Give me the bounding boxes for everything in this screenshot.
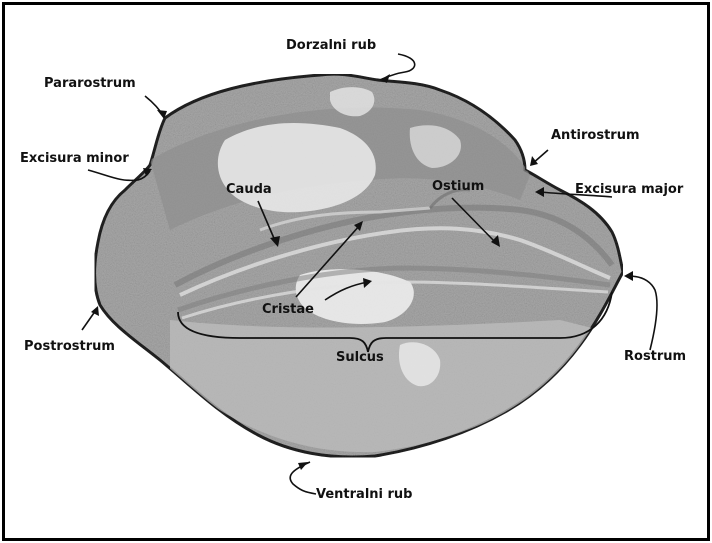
label-pararostrum: Pararostrum — [44, 77, 136, 90]
label-sulcus: Sulcus — [336, 351, 384, 364]
label-cauda: Cauda — [226, 183, 272, 196]
label-antirostrum: Antirostrum — [551, 129, 640, 142]
label-excisura-major: Excisura major — [575, 183, 683, 196]
otolith-body — [95, 74, 624, 457]
label-dorzalni-rub: Dorzalni rub — [286, 39, 376, 52]
label-ventralni-rub: Ventralni rub — [316, 488, 412, 501]
label-cristae: Cristae — [262, 303, 314, 316]
label-excisura-minor: Excisura minor — [20, 152, 129, 165]
label-rostrum: Rostrum — [624, 350, 686, 363]
label-postrostrum: Postrostrum — [24, 340, 115, 353]
rostrum-pointer — [628, 276, 657, 350]
label-ostium: Ostium — [432, 180, 484, 193]
dorzalni-rub-pointer — [380, 54, 415, 80]
